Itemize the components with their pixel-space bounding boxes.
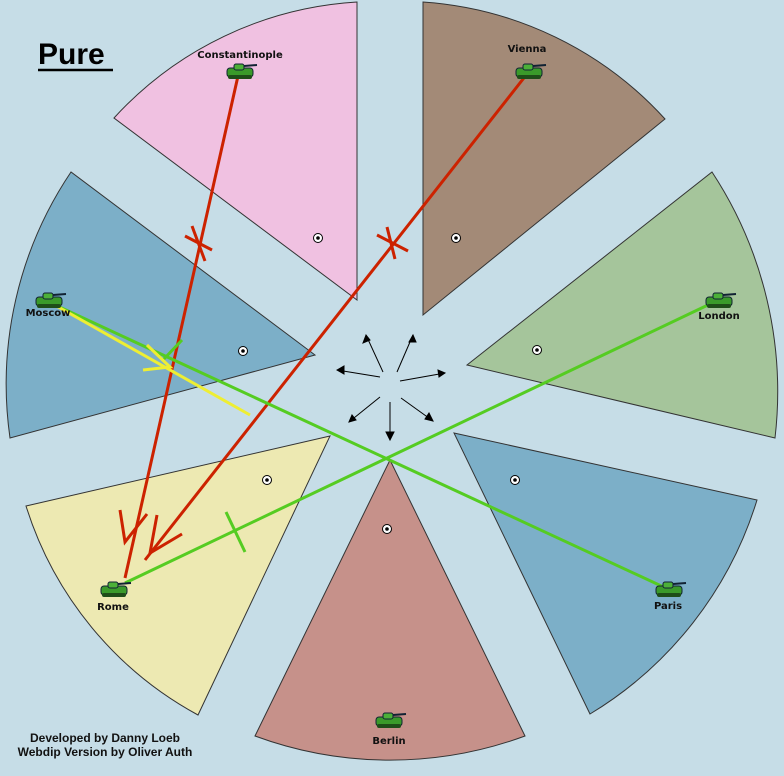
- supply-centers: [238, 233, 542, 534]
- label-rome: Rome: [97, 602, 129, 613]
- supply-center-moscow: [238, 346, 248, 356]
- label-london: London: [698, 311, 740, 322]
- unit-tank-icon-berlin[interactable]: [375, 712, 407, 728]
- territory-constantinople[interactable]: [113, 1, 358, 301]
- order-london-to-rome: [124, 302, 711, 585]
- territory-paris[interactable]: [453, 432, 758, 715]
- unit-tank-icon-rome[interactable]: [100, 581, 132, 597]
- territory-vienna[interactable]: [422, 1, 666, 317]
- unit-tank-icon-vienna[interactable]: [515, 63, 547, 79]
- center-compass-icon: [335, 333, 447, 442]
- territory-rome[interactable]: [25, 435, 331, 716]
- map-title: Pure: [38, 38, 105, 71]
- supply-center-berlin: [382, 524, 392, 534]
- credit-developer: Developed by Danny Loeb: [30, 731, 180, 745]
- supply-center-constantinople: [313, 233, 323, 243]
- credit-webdip: Webdip Version by Oliver Auth: [18, 745, 193, 759]
- territory-moscow[interactable]: [5, 171, 317, 439]
- supply-center-rome: [262, 475, 272, 485]
- order-vienna-to-rome: [143, 73, 529, 561]
- label-moscow: Moscow: [26, 308, 71, 319]
- label-vienna: Vienna: [508, 44, 547, 55]
- unit-tank-icon-moscow[interactable]: [35, 292, 67, 308]
- supply-center-vienna: [451, 233, 461, 243]
- order-moscow-support: [52, 302, 251, 417]
- territory-london[interactable]: [465, 171, 779, 439]
- territory-berlin[interactable]: [254, 458, 526, 761]
- unit-tank-icon-constantinople[interactable]: [226, 63, 258, 79]
- label-paris: Paris: [654, 601, 682, 612]
- order-constantinople-to-rome: [118, 75, 240, 579]
- supply-center-paris: [510, 475, 520, 485]
- label-berlin: Berlin: [372, 736, 405, 747]
- supply-center-london: [532, 345, 542, 355]
- label-constantinople: Constantinople: [197, 50, 283, 61]
- unit-tank-icon-paris[interactable]: [655, 581, 687, 597]
- unit-tank-icon-london[interactable]: [705, 292, 737, 308]
